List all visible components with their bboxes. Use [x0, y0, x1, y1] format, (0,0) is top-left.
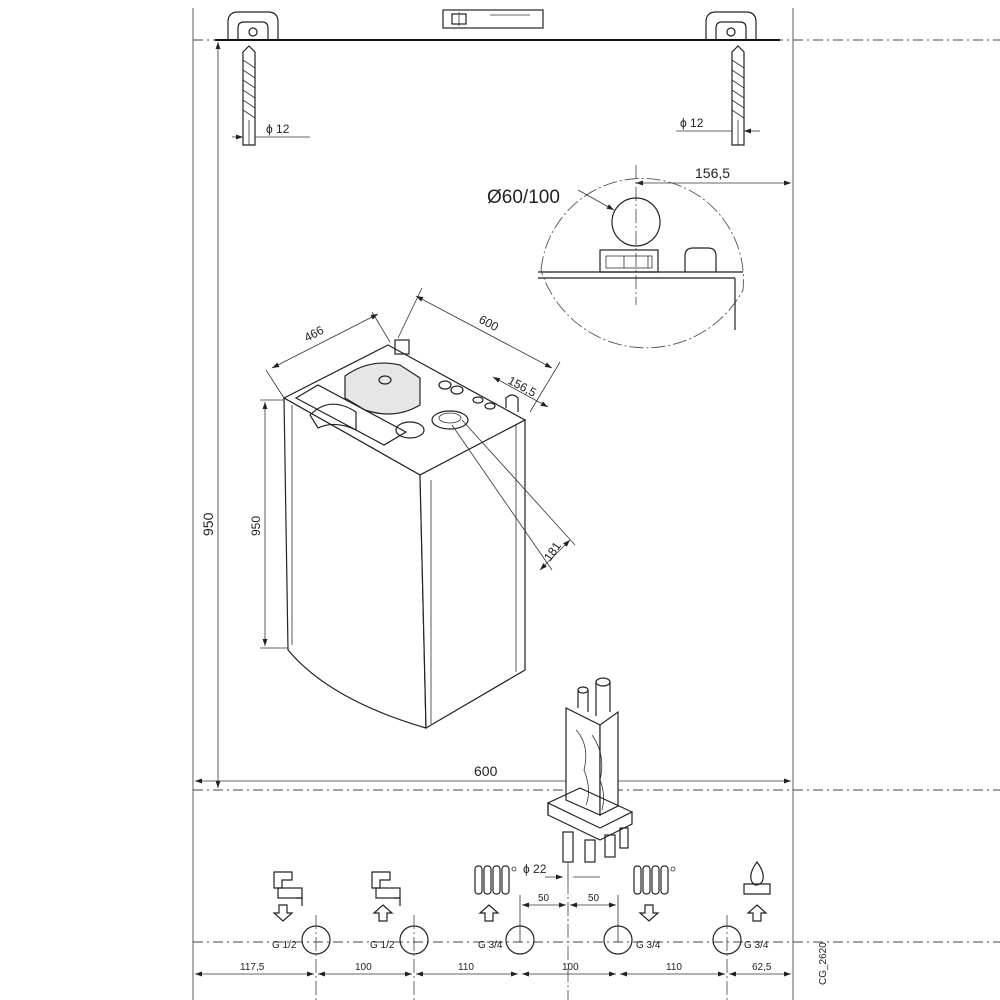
boiler-isometric — [282, 339, 527, 730]
radiator-icon — [633, 865, 676, 895]
connection-1 — [272, 871, 331, 1000]
spacing-6-label: 62,5 — [752, 962, 772, 973]
flame-icon — [743, 860, 771, 895]
connection-3-label: G 3/4 — [478, 940, 503, 951]
iso-flue-offset-label: 156,5 — [506, 373, 539, 400]
connection-2 — [371, 871, 429, 1000]
iso-flue-depth-label: 181 — [541, 539, 564, 564]
connection-circle — [603, 925, 633, 955]
pipe-manifold — [547, 677, 633, 880]
arrow-down-icon — [638, 904, 660, 922]
flue-diameter-label: Ø60/100 — [487, 187, 560, 208]
overall-width-label: 600 — [474, 763, 498, 779]
spacing-3-label: 110 — [458, 962, 474, 973]
spacing-5-label: 110 — [666, 962, 682, 973]
connection-5 — [712, 860, 771, 1000]
arrow-up-icon — [746, 904, 768, 922]
arrow-up-icon — [478, 904, 500, 922]
pipe-diameter-label: ϕ 22 — [523, 862, 547, 876]
connection-2-label: G 1/2 — [370, 940, 395, 951]
radiator-icon — [474, 865, 517, 895]
tap-icon — [371, 871, 401, 906]
pipe-spacing-left-label: 50 — [538, 893, 550, 904]
flue-offset-detail-label: 156,5 — [695, 165, 730, 181]
mounting-rail — [215, 9, 780, 41]
iso-width-label: 600 — [477, 312, 502, 334]
arrow-down-icon — [272, 904, 294, 922]
arrow-up-icon — [372, 904, 394, 922]
spacing-1-label: 117,5 — [240, 962, 265, 973]
connection-4-label: G 3/4 — [636, 940, 661, 951]
connection-4 — [603, 865, 676, 955]
spacing-4-label: 100 — [562, 962, 579, 973]
connection-3 — [474, 865, 535, 955]
connection-1-label: G 1/2 — [272, 940, 297, 951]
drill-diameter-left-label: ϕ 12 — [266, 122, 290, 136]
drawing-code-label: CG_2620 — [818, 942, 829, 985]
iso-height-label: 950 — [249, 516, 263, 536]
spacing-2-label: 100 — [355, 962, 372, 973]
overall-height-label: 950 — [200, 512, 216, 536]
flue-detail — [538, 165, 791, 349]
flue-outlet-circle — [611, 197, 661, 247]
drill-bit-left — [242, 45, 256, 146]
connection-circle — [505, 925, 535, 955]
tap-icon — [273, 871, 303, 906]
pipe-spacing-right-label: 50 — [588, 893, 600, 904]
connection-5-label: G 3/4 — [744, 940, 769, 951]
drill-bit-right — [731, 45, 745, 146]
drill-diameter-right-label: ϕ 12 — [680, 116, 704, 130]
iso-depth-label: 466 — [302, 323, 327, 345]
